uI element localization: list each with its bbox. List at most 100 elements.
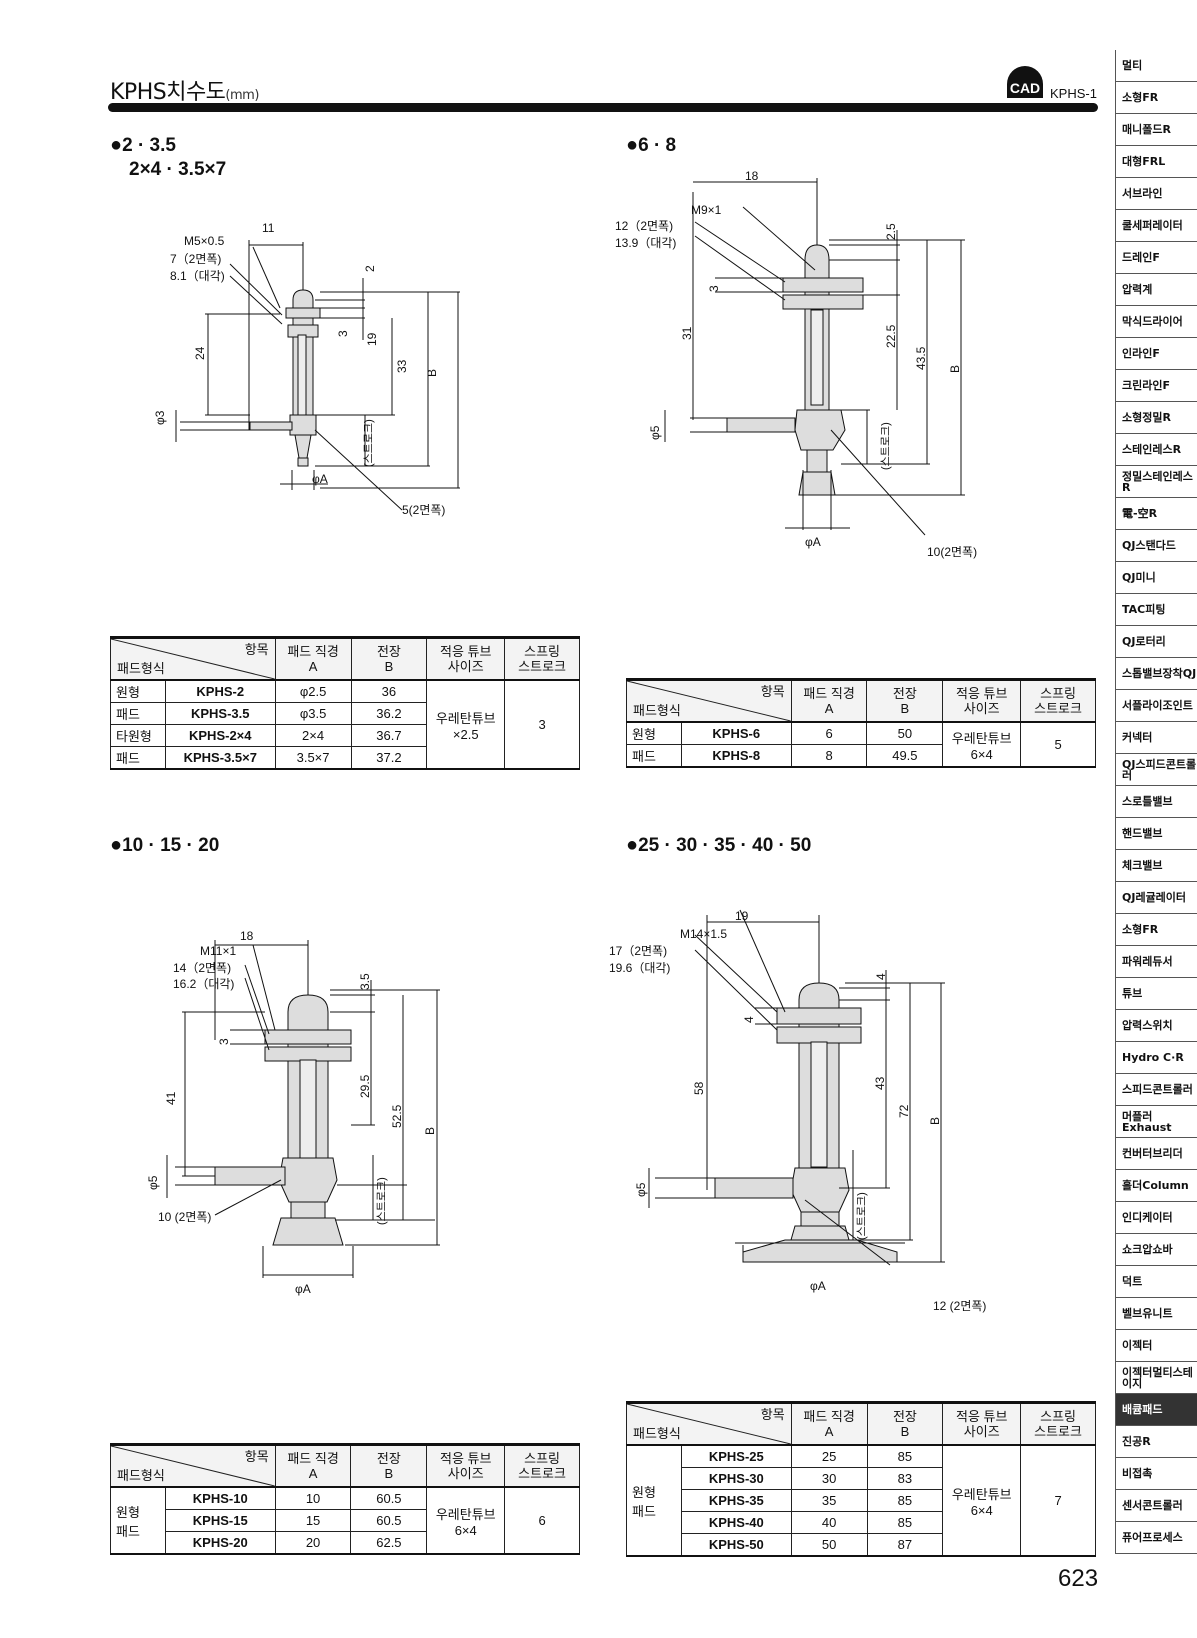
thread-label: M11×1 (200, 944, 236, 958)
hex-label: 10(2면폭) (927, 545, 977, 559)
sidebar-item[interactable]: 인디케이터 (1115, 1202, 1197, 1234)
sidebar-item[interactable]: 센서콘트롤러 (1115, 1490, 1197, 1522)
sidebar-item[interactable]: QJ레귤레이터 (1115, 882, 1197, 914)
sidebar-item[interactable]: 컨버터브리더 (1115, 1138, 1197, 1170)
dim-43.5: 43.5 (914, 346, 928, 370)
phi-a: φA (312, 472, 328, 486)
sidebar-item[interactable]: 스로틀밸브 (1115, 786, 1197, 818)
sidebar-item[interactable]: 서플라이조인트 (1115, 690, 1197, 722)
sidebar-item[interactable]: 인라인F (1115, 338, 1197, 370)
dim-19: 19 (735, 909, 749, 923)
stroke-label: (스트로크) (879, 422, 892, 470)
sidebar-item[interactable]: 스테인레스R (1115, 434, 1197, 466)
table-row: 원형 KPHS-2 φ2.5 36 우레탄튜브×2.5 3 (110, 679, 580, 770)
cad-download-icon[interactable]: CAD (1007, 66, 1043, 98)
dim-29.5: 29.5 (358, 1074, 372, 1098)
dim-19: 19 (365, 332, 379, 346)
sidebar-item[interactable]: 핸드밸브 (1115, 818, 1197, 850)
title-rule (108, 103, 1098, 112)
sidebar-item[interactable]: 체크밸브 (1115, 850, 1197, 882)
sidebar-item[interactable]: 서브라인 (1115, 178, 1197, 210)
sidebar-item[interactable]: 쇼크압쇼바 (1115, 1234, 1197, 1266)
dim-18: 18 (240, 929, 254, 943)
sidebar-item[interactable]: 튜브 (1115, 978, 1197, 1010)
sidebar-item[interactable]: 홀더Column (1115, 1170, 1197, 1202)
sidebar-item[interactable]: 벨브유니트 (1115, 1298, 1197, 1330)
sidebar-item[interactable]: 압력계 (1115, 274, 1197, 306)
stroke-cell: 5 (1020, 721, 1096, 768)
sidebar-item[interactable]: 파워레듀서 (1115, 946, 1197, 978)
sidebar-item[interactable]: 머플러Exhaust (1115, 1106, 1197, 1138)
table-row: KPHS-40 40 85 (627, 1511, 1096, 1534)
diag-label: 19.6（대각) (609, 961, 670, 975)
sidebar-item[interactable]: QJ미니 (1115, 562, 1197, 594)
sidebar-item[interactable]: 대형FRL (1115, 146, 1197, 178)
stroke-cell: 3 (504, 679, 580, 770)
sidebar-item[interactable]: 스피드콘트롤러 (1115, 1074, 1197, 1106)
sidebar-item[interactable]: QJ스탠다드 (1115, 530, 1197, 562)
sidebar-item[interactable]: 이젝터 (1115, 1330, 1197, 1362)
sidebar-item[interactable]: 진공R (1115, 1426, 1197, 1458)
sidebar-item[interactable]: 정밀스테인레스R (1115, 466, 1197, 498)
sidebar-item[interactable]: 소형정밀R (1115, 402, 1197, 434)
sidebar-item[interactable]: 멀티 (1115, 50, 1197, 82)
stroke-label: (스트로크) (362, 419, 375, 467)
phi-5: φ5 (634, 1182, 648, 1197)
sidebar-item[interactable]: 크린라인F (1115, 370, 1197, 402)
sidebar-item[interactable]: 막식드라이어 (1115, 306, 1197, 338)
unit-label: (mm) (225, 88, 259, 103)
sidebar-item[interactable]: 이젝터멀티스테이지 (1115, 1362, 1197, 1394)
diag-label: 16.2（대각) (173, 977, 234, 991)
hex-label: 10 (2면폭) (158, 1210, 211, 1224)
sidebar-item[interactable]: 電-空R (1115, 498, 1197, 530)
sidebar-item[interactable]: 퓨어프로세스 (1115, 1522, 1197, 1554)
sidebar-item[interactable]: Hydro C·R (1115, 1042, 1197, 1074)
sidebar-item[interactable]: 비접촉 (1115, 1458, 1197, 1490)
sidebar-item[interactable]: 스톱밸브장착QJ (1115, 658, 1197, 690)
sidebar-item[interactable]: 쿨세퍼레이터 (1115, 210, 1197, 242)
hex-label: 5(2면폭) (402, 503, 445, 517)
stroke-cell: 6 (504, 1486, 580, 1555)
sidebar-item[interactable]: TAC피팅 (1115, 594, 1197, 626)
sidebar-item[interactable]: 덕트 (1115, 1266, 1197, 1298)
diag-label: 8.1（대각) (170, 269, 225, 283)
diagram-kphs-2-3.5: 11 M5×0.5 7（2면폭) 8.1（대각) 2 3 19 33 B 24 … (153, 221, 460, 517)
sidebar-item[interactable]: 매니폴드R (1115, 114, 1197, 146)
sidebar-item[interactable]: QJ로터리 (1115, 626, 1197, 658)
dim-43: 43 (873, 1076, 887, 1090)
dim-18: 18 (745, 169, 759, 183)
stroke-label: (스트로크) (375, 1177, 388, 1225)
sidebar-item[interactable]: 드레인F (1115, 242, 1197, 274)
dim-3: 3 (217, 1038, 231, 1045)
page-code: KPHS-1 (1050, 86, 1097, 101)
dim-4: 4 (874, 973, 888, 980)
dim-33: 33 (395, 359, 409, 373)
section-heading-4: ●25 · 30 · 35 · 40 · 50 (626, 834, 812, 856)
sidebar-item[interactable]: 소형FR (1115, 914, 1197, 946)
sidebar-item[interactable]: QJ스피드콘트롤러 (1115, 754, 1197, 786)
phi-5: φ5 (146, 1175, 160, 1190)
dim-11: 11 (262, 221, 275, 235)
sidebar-item[interactable]: 소형FR (1115, 82, 1197, 114)
stroke-label: (스트로크) (855, 1192, 868, 1240)
dim-4-b: 4 (742, 1016, 756, 1023)
sidebar-item[interactable]: 배큠패드 (1115, 1394, 1197, 1426)
sidebar-item[interactable]: 커넥터 (1115, 722, 1197, 754)
sidebar-item[interactable]: 압력스위치 (1115, 1010, 1197, 1042)
dim-b: B (948, 365, 962, 373)
